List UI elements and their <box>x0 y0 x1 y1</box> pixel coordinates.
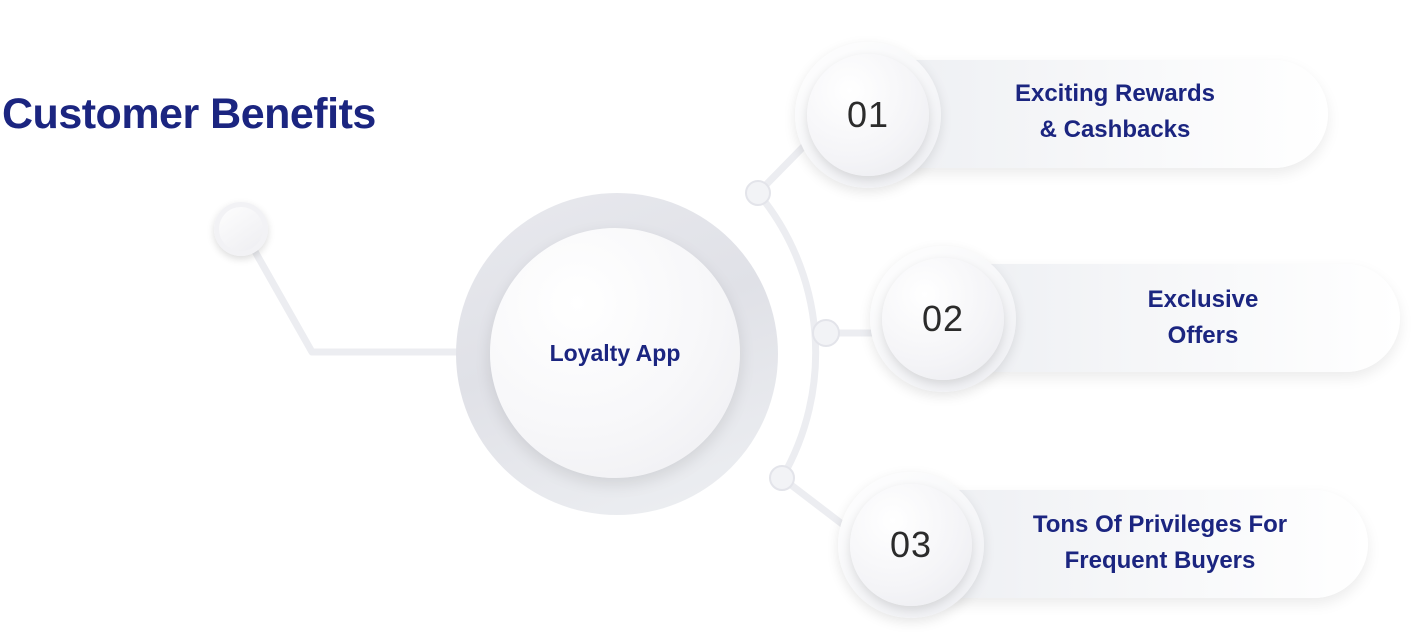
hub-label: Loyalty App <box>549 339 681 366</box>
benefit-number-02: 02 <box>921 298 965 339</box>
junction-dot-01 <box>745 180 771 206</box>
connector-03 <box>778 474 854 534</box>
benefit-line2-01: & Cashbacks <box>1039 116 1191 143</box>
benefit-badge-02: 02 <box>870 246 1016 392</box>
benefit-number-03: 03 <box>889 524 933 565</box>
benefit-number-01: 01 <box>846 94 890 135</box>
benefit-text-02: Exclusive Offers <box>1078 282 1328 354</box>
benefit-line1-02: Exclusive <box>1147 286 1259 313</box>
benefit-badge-01: 01 <box>795 42 941 188</box>
benefit-line1-01: Exciting Rewards <box>1014 80 1216 107</box>
page-title: Customer Benefits <box>2 90 376 138</box>
benefit-text-01: Exciting Rewards & Cashbacks <box>990 76 1240 148</box>
benefit-line1-03: Tons Of Privileges For <box>1032 511 1288 538</box>
connector-left <box>240 228 464 356</box>
benefit-line2-02: Offers <box>1167 322 1239 349</box>
benefit-badge-03: 03 <box>838 472 984 618</box>
benefit-line2-03: Frequent Buyers <box>1064 547 1256 574</box>
hub-circle: Loyalty App <box>490 228 740 478</box>
junction-dot-02 <box>812 319 840 347</box>
benefit-text-03: Tons Of Privileges For Frequent Buyers <box>1010 507 1310 579</box>
start-node <box>214 202 268 256</box>
junction-dot-03 <box>769 465 795 491</box>
